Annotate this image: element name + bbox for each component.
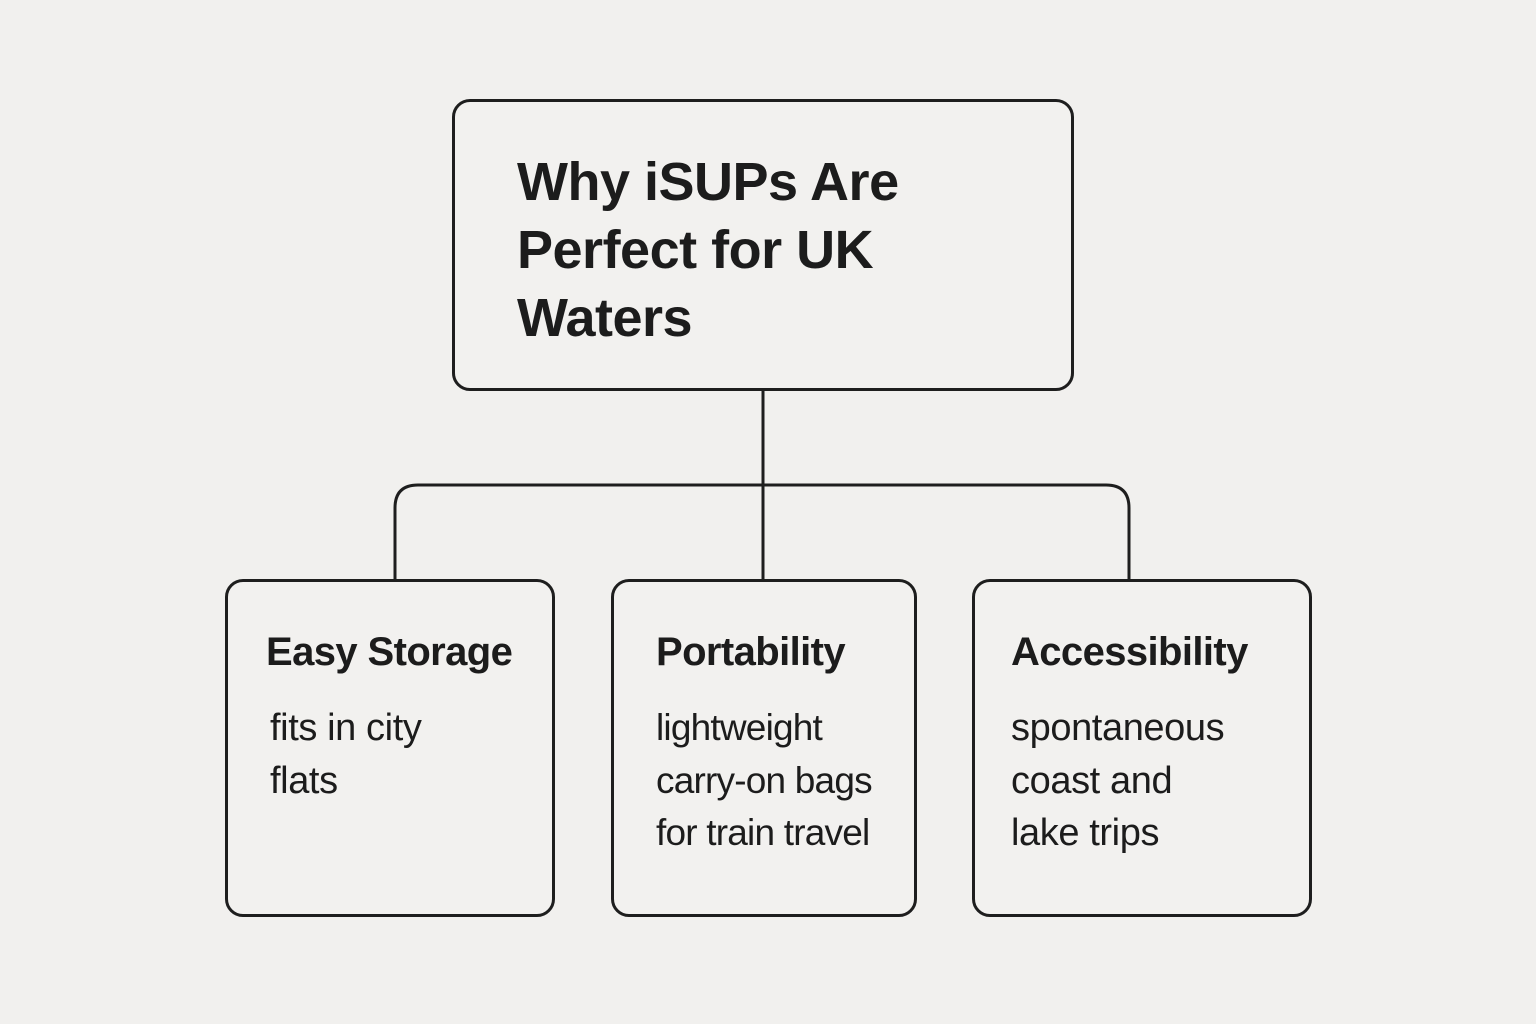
child-title: Easy Storage: [266, 630, 513, 674]
root-node: Why iSUPs Are Perfect for UK Waters: [452, 99, 1074, 391]
root-title-line-3: Waters: [517, 288, 693, 348]
child-title: Accessibility: [1011, 630, 1248, 674]
root-title: Why iSUPs Are Perfect for UK Waters: [517, 148, 899, 352]
child-description: fits in city flats: [270, 707, 422, 802]
connector-horizontal-bar: [393, 483, 1131, 579]
root-title-line-1: Why iSUPs Are: [517, 152, 899, 212]
root-title-line-2: Perfect for UK: [517, 220, 874, 280]
child-node-portability: Portability lightweight carry-on bags fo…: [611, 579, 917, 917]
child-node-accessibility: Accessibility spontaneous coast and lake…: [972, 579, 1312, 917]
child-description: lightweight carry-on bags for train trav…: [656, 707, 873, 853]
child-title: Portability: [656, 630, 846, 674]
child-description: spontaneous coast and lake trips: [1011, 707, 1225, 854]
child-node-easy-storage: Easy Storage fits in city flats: [225, 579, 555, 917]
